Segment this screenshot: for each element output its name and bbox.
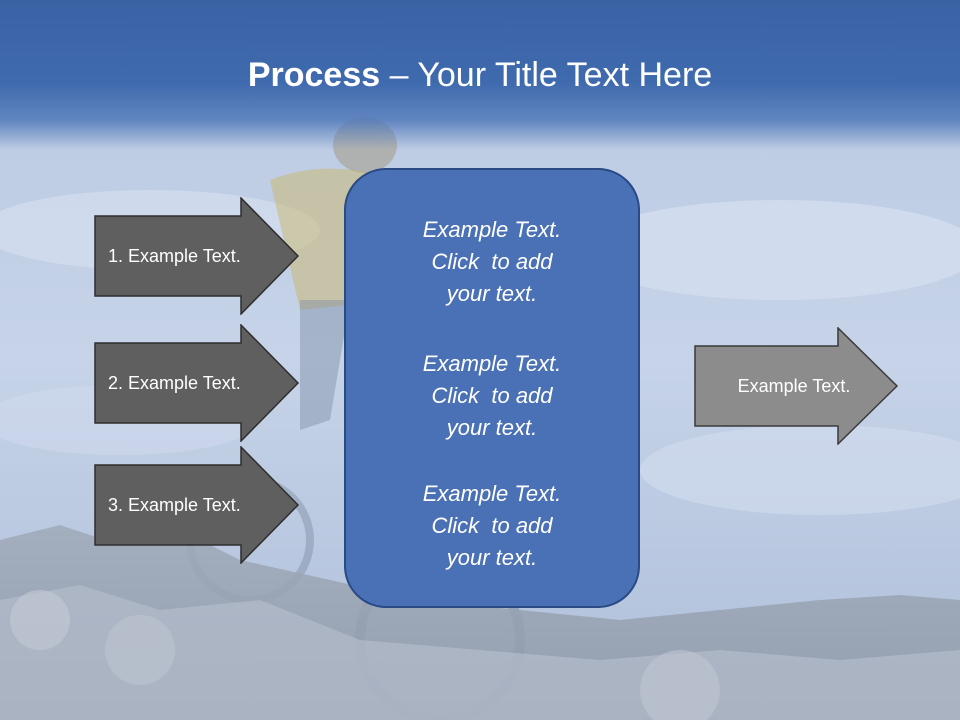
- step-arrow-1[interactable]: 1. Example Text.: [94, 197, 300, 315]
- text-block-1[interactable]: Example Text. Click to add your text.: [346, 214, 638, 310]
- title-rest: – Your Title Text Here: [380, 56, 713, 94]
- block-line: Click to add: [431, 383, 553, 408]
- title-band: [0, 0, 960, 150]
- block-line: your text.: [446, 545, 538, 570]
- step-arrow-2[interactable]: 2. Example Text.: [94, 324, 300, 442]
- block-line: your text.: [446, 415, 538, 440]
- step-arrow-label: 1. Example Text.: [108, 245, 241, 266]
- slide-title[interactable]: Process – Your Title Text Here: [0, 54, 960, 96]
- block-line: Example Text.: [422, 351, 562, 376]
- block-line: your text.: [446, 281, 538, 306]
- block-line: Click to add: [431, 249, 553, 274]
- block-line: Example Text.: [422, 481, 562, 506]
- center-text-box[interactable]: Example Text. Click to add your text. Ex…: [344, 168, 640, 608]
- step-arrow-label: 2. Example Text.: [108, 372, 241, 393]
- block-line: Click to add: [431, 513, 553, 538]
- title-bold: Process: [247, 56, 381, 94]
- block-line: Example Text.: [422, 217, 562, 242]
- step-arrow-3[interactable]: 3. Example Text.: [94, 446, 300, 564]
- text-block-3[interactable]: Example Text. Click to add your text.: [346, 478, 638, 574]
- text-block-2[interactable]: Example Text. Click to add your text.: [346, 348, 638, 444]
- result-arrow-label: Example Text.: [737, 375, 851, 396]
- step-arrow-label: 3. Example Text.: [108, 494, 241, 515]
- result-arrow[interactable]: Example Text.: [694, 327, 900, 445]
